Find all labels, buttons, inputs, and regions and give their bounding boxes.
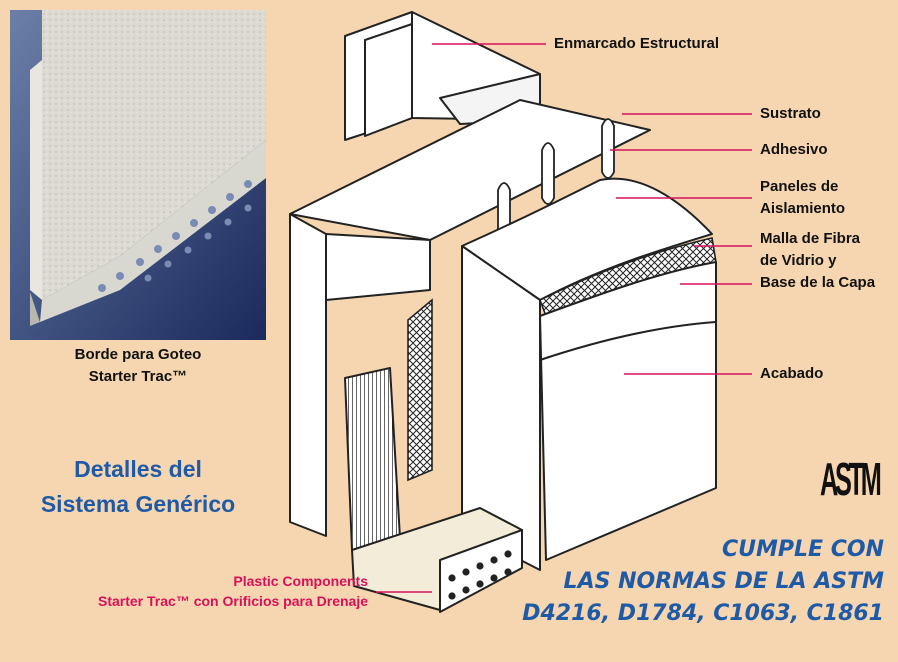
lath-and-starter-trac xyxy=(344,367,523,613)
astm-logo: ASTM xyxy=(820,453,882,505)
starter-trac-photo xyxy=(10,10,266,340)
label-adhesive: Adhesivo xyxy=(760,141,828,158)
label-insulation-line2: Aislamiento xyxy=(760,200,846,217)
plastic-line1: Plastic Components xyxy=(233,573,368,589)
astm-line1: CUMPLE CON xyxy=(722,537,884,562)
label-framing: Enmarcado Estructural xyxy=(554,35,720,52)
label-substrate: Sustrato xyxy=(760,105,821,122)
title-line2: Sistema Genérico xyxy=(40,491,236,517)
finish-panel xyxy=(539,261,717,561)
substrate-board xyxy=(289,99,651,537)
insulation-panel xyxy=(461,177,713,571)
label-mesh-line1: Malla de Fibra xyxy=(760,230,861,247)
title-line1: Detalles del xyxy=(74,456,202,482)
plastic-line2: Starter Trac™ con Orificios para Drenaje xyxy=(98,593,368,609)
label-mesh-line3: Base de la Capa xyxy=(760,274,876,291)
astm-line3: D4216, D1784, C1063, C1861 xyxy=(522,601,884,626)
photo-caption: Borde para Goteo Starter Trac™ xyxy=(20,344,256,388)
label-finish: Acabado xyxy=(760,365,824,382)
label-insulation-line1: Paneles de xyxy=(760,178,839,195)
label-mesh-line2: de Vidrio y xyxy=(760,252,837,269)
label-insulation: Paneles de Aislamiento xyxy=(760,176,845,220)
label-mesh: Malla de Fibra de Vidrio y Base de la Ca… xyxy=(760,228,875,294)
photo-caption-line2: Starter Trac™ xyxy=(88,368,188,385)
plastic-components-label: Plastic Components Starter Trac™ con Ori… xyxy=(98,571,368,611)
astm-compliance: CUMPLE CON LAS NORMAS DE LA ASTM D4216, … xyxy=(522,534,884,630)
photo-caption-line1: Borde para Goteo xyxy=(74,346,202,363)
page-title: Detalles del Sistema Genérico xyxy=(40,452,236,522)
leader-lines xyxy=(376,43,752,593)
astm-line2: LAS NORMAS DE LA ASTM xyxy=(563,569,884,594)
adhesive-ribbons xyxy=(497,118,615,237)
